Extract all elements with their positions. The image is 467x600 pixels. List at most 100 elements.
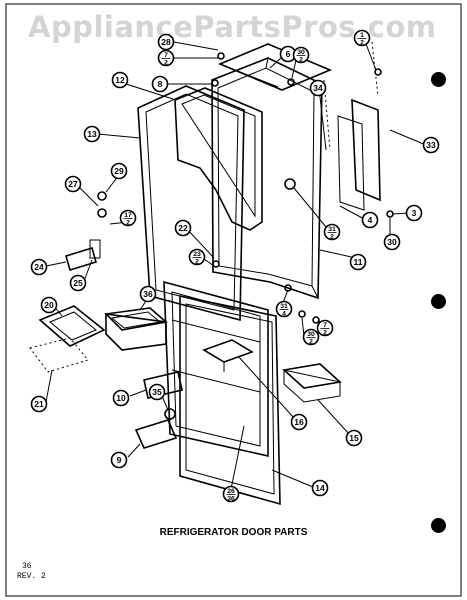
callout-circle [302,328,320,346]
callout-circle [316,319,334,337]
callout-label: 16 [294,417,304,427]
callout-c16: 16 [290,413,308,431]
callout-c17: 172 [119,209,137,227]
callout-circle [111,71,129,89]
callout-c34: 34 [309,79,327,97]
callout-label: 9 [117,455,122,465]
callout-label-bottom: 2 [299,57,303,64]
callout-label-top: 1 [360,32,364,39]
callout-c24: 24 [30,258,48,276]
callout-c10: 10 [112,389,130,407]
callout-circle [353,29,371,47]
callout-circle [110,162,128,180]
callout-c29: 29 [110,162,128,180]
binder-hole-bottom [431,518,446,533]
callout-label-bottom: 2 [330,234,334,241]
upper-door-outer-panel [211,57,323,300]
callout-c14: 14 [311,479,329,497]
callout-c30: 30 [383,233,401,251]
callout-label: 35 [152,387,162,397]
callout-circle [112,389,130,407]
callout-label: 12 [115,75,125,85]
callout-c9: 9 [110,451,128,469]
callout-label-bottom: 2 [195,259,199,266]
callout-circle [383,233,401,251]
callout-c21: 21 [30,395,48,413]
callout-circle [157,49,175,67]
callout-label-top: 31 [328,226,336,233]
lower-door-outer-panel [179,295,281,506]
callout-label: 6 [286,49,291,59]
callout-label: 22 [178,223,188,233]
callout-label-top: 7 [323,322,327,329]
callout-circle [290,413,308,431]
callout-label: 13 [87,129,97,139]
screws-upper [97,52,394,324]
callout-c8: 8 [151,75,169,93]
callout-c30b: 302 [302,328,320,346]
callout-circle [30,395,48,413]
callout-circle [83,125,101,143]
binder-hole-top [431,72,446,87]
callout-circle [405,204,423,222]
callout-circle [157,33,175,51]
callout-c28: 28 [157,33,175,51]
callout-circle [69,274,87,292]
crisper-cover-pan [104,307,168,351]
callout-c30a: 302 [292,46,310,64]
callout-c7b: 72 [316,319,334,337]
callout-label-bottom: 2 [360,40,364,47]
callout-label: 20 [44,300,54,310]
hinge-pin-left [65,239,101,272]
callout-c31b: 314 [275,300,293,318]
callout-circle [275,300,293,318]
callout-circle [30,258,48,276]
door-shelf-right [202,339,254,372]
callout-c15: 15 [345,429,363,447]
pivot-part-35 [164,408,176,420]
callout-label: 27 [68,179,78,189]
revision-label: REV. 2 [17,572,46,581]
callout-c27: 27 [64,175,82,193]
callout-c4: 4 [361,211,379,229]
callout-label-top: 17 [124,212,132,219]
callout-c13: 13 [83,125,101,143]
callout-c1: 12 [353,29,371,47]
callout-label-bottom: 4 [282,311,286,318]
butter-dish [38,305,106,347]
callout-c35: 35 [148,383,166,401]
callout-label: 21 [34,399,44,409]
upper-door-gasket [137,85,245,322]
callout-label-top: 26 [227,488,235,495]
callout-circle [110,451,128,469]
binder-hole-middle [431,294,446,309]
callout-label-bottom: 2 [126,220,130,227]
callout-c31a: 312 [323,223,341,241]
callout-label-bottom: 2 [164,60,168,67]
callout-circle [222,485,240,503]
upper-door-top-trim [217,43,333,91]
callout-label: 34 [313,83,323,93]
callout-label-top: 31 [280,303,288,310]
callout-c36: 36 [139,285,157,303]
callout-circle [349,253,367,271]
diagram-caption: REFRIGERATOR DOOR PARTS [159,527,308,538]
dairy-door-right [282,363,342,403]
callout-circle [323,223,341,241]
upper-hinge-bracket [323,41,381,211]
callout-c7a: 72 [157,49,175,67]
callout-label-bottom: 2 [323,330,327,337]
callout-label-top: 7 [164,52,168,59]
callout-circle [311,479,329,497]
callout-label-top: 30 [307,331,315,338]
callout-label: 30 [387,237,397,247]
callout-label-top: 30 [297,49,305,56]
callout-label: 10 [116,393,126,403]
callout-label-top: 23 [193,251,201,258]
callout-label-bottom: 36 [227,496,235,503]
callout-circle [40,296,58,314]
callout-circle [292,46,310,64]
callout-circle [309,79,327,97]
callout-c12: 12 [111,71,129,89]
